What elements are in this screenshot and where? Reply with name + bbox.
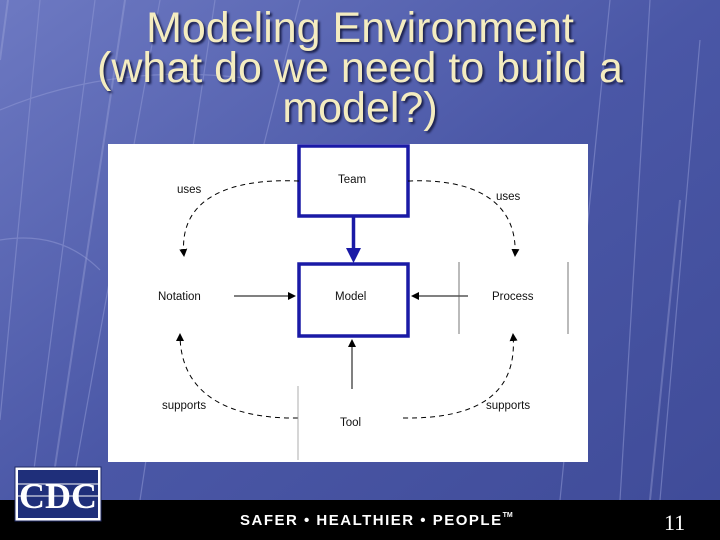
uses-right-arc [407, 180, 520, 257]
tagline-text: SAFER • HEALTHIER • PEOPLE [240, 512, 503, 529]
page-number: 11 [664, 510, 686, 535]
model-box [297, 262, 410, 338]
supports-left-arc [176, 333, 299, 419]
modeling-environment-diagram: Team Model Notation Process Tool uses us… [108, 144, 588, 462]
team-label: Team [338, 174, 367, 186]
title-line-1: Modeling Environment [146, 4, 574, 52]
uses-right-label: uses [496, 191, 521, 203]
slide-title: Modeling Environment (what do we need to… [20, 4, 700, 132]
uses-left-label: uses [177, 184, 202, 196]
footer-tagline: SAFER • HEALTHIER • PEOPLETM [240, 512, 513, 529]
process-label: Process [492, 291, 534, 303]
diagram-lines [176, 144, 569, 460]
tagline-trademark: TM [502, 512, 513, 519]
supports-right-label: supports [486, 400, 531, 412]
team-to-model-arrowhead [346, 248, 361, 263]
tool-label: Tool [340, 417, 362, 429]
model-label: Model [335, 291, 367, 303]
supports-left-label: supports [162, 400, 207, 412]
cdc-logo: CDC [14, 466, 102, 522]
title-line-2: (what do we need to build a [97, 44, 623, 92]
footer-bar [0, 500, 720, 540]
notation-label: Notation [158, 291, 201, 303]
title-line-3: model?) [282, 84, 438, 132]
